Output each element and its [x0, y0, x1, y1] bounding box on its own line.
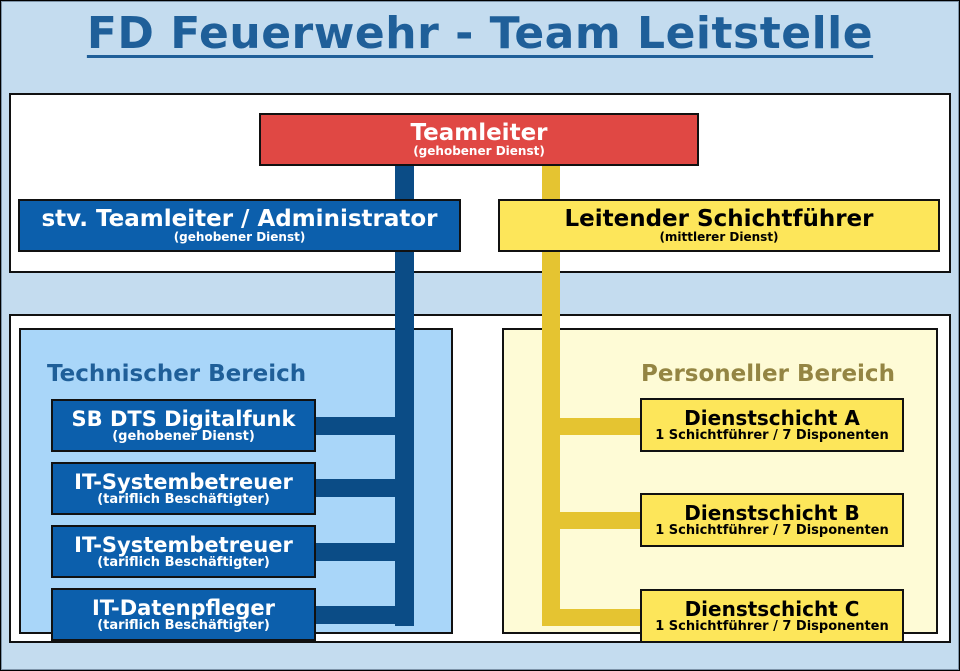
- personnel-item-dienstschicht-c: Dienstschicht C 1 Schichtführer / 7 Disp…: [640, 589, 904, 643]
- deputy-title: stv. Teamleiter / Administrator: [41, 206, 438, 233]
- teamleiter-title: Teamleiter: [410, 120, 548, 147]
- shift-lead-title: Leitender Schichtführer: [564, 206, 874, 233]
- technical-item-it-datenpfleger: IT-Datenpfleger (tariflich Beschäftigter…: [51, 588, 316, 641]
- personnel-item-title: Dienstschicht B: [684, 500, 860, 525]
- connector-it-systembetreuer-1: [312, 479, 412, 497]
- technical-item-it-systembetreuer-1: IT-Systembetreuer (tariflich Beschäftigt…: [51, 462, 316, 515]
- connector-it-datenpfleger: [312, 606, 412, 624]
- technical-connector-trunk: [395, 165, 414, 626]
- technical-item-role: (tariflich Beschäftigter): [97, 617, 270, 633]
- shift-lead-role: (mittlerer Dienst): [659, 230, 779, 245]
- personnel-item-role: 1 Schichtführer / 7 Disponenten: [655, 427, 889, 443]
- personnel-area-heading: Personeller Bereich: [641, 361, 895, 387]
- technical-item-sb-dts: SB DTS Digitalfunk (gehobener Dienst): [51, 399, 316, 452]
- connector-it-systembetreuer-2: [312, 543, 412, 561]
- technical-item-title: IT-Systembetreuer: [74, 469, 293, 494]
- deputy-box: stv. Teamleiter / Administrator (gehoben…: [18, 199, 461, 252]
- teamleiter-box: Teamleiter (gehobener Dienst): [259, 113, 699, 166]
- personnel-item-role: 1 Schichtführer / 7 Disponenten: [655, 618, 889, 634]
- connector-dienstschicht-c: [542, 609, 644, 626]
- personnel-item-dienstschicht-a: Dienstschicht A 1 Schichtführer / 7 Disp…: [640, 398, 904, 452]
- technical-area-heading: Technischer Bereich: [47, 361, 307, 387]
- personnel-item-dienstschicht-b: Dienstschicht B 1 Schichtführer / 7 Disp…: [640, 493, 904, 547]
- technical-item-role: (gehobener Dienst): [112, 428, 255, 444]
- technical-item-role: (tariflich Beschäftigter): [97, 554, 270, 570]
- deputy-role: (gehobener Dienst): [173, 230, 306, 245]
- technical-item-title: IT-Datenpfleger: [91, 595, 276, 620]
- personnel-item-title: Dienstschicht C: [684, 596, 860, 621]
- chart-title: FD Feuerwehr - Team Leitstelle: [86, 8, 874, 59]
- personnel-item-title: Dienstschicht A: [684, 405, 860, 430]
- personnel-item-role: 1 Schichtführer / 7 Disponenten: [655, 522, 889, 538]
- technical-item-role: (tariflich Beschäftigter): [97, 491, 270, 507]
- personnel-area: [502, 328, 938, 634]
- shift-lead-box: Leitender Schichtführer (mittlerer Diens…: [498, 199, 940, 252]
- technical-item-title: SB DTS Digitalfunk: [71, 406, 296, 431]
- technical-item-it-systembetreuer-2: IT-Systembetreuer (tariflich Beschäftigt…: [51, 525, 316, 578]
- connector-dienstschicht-a: [542, 418, 644, 435]
- connector-sb-dts: [312, 417, 412, 435]
- connector-dienstschicht-b: [542, 512, 644, 529]
- technical-item-title: IT-Systembetreuer: [74, 532, 293, 557]
- teamleiter-role: (gehobener Dienst): [413, 144, 545, 159]
- personnel-connector-trunk: [542, 165, 560, 626]
